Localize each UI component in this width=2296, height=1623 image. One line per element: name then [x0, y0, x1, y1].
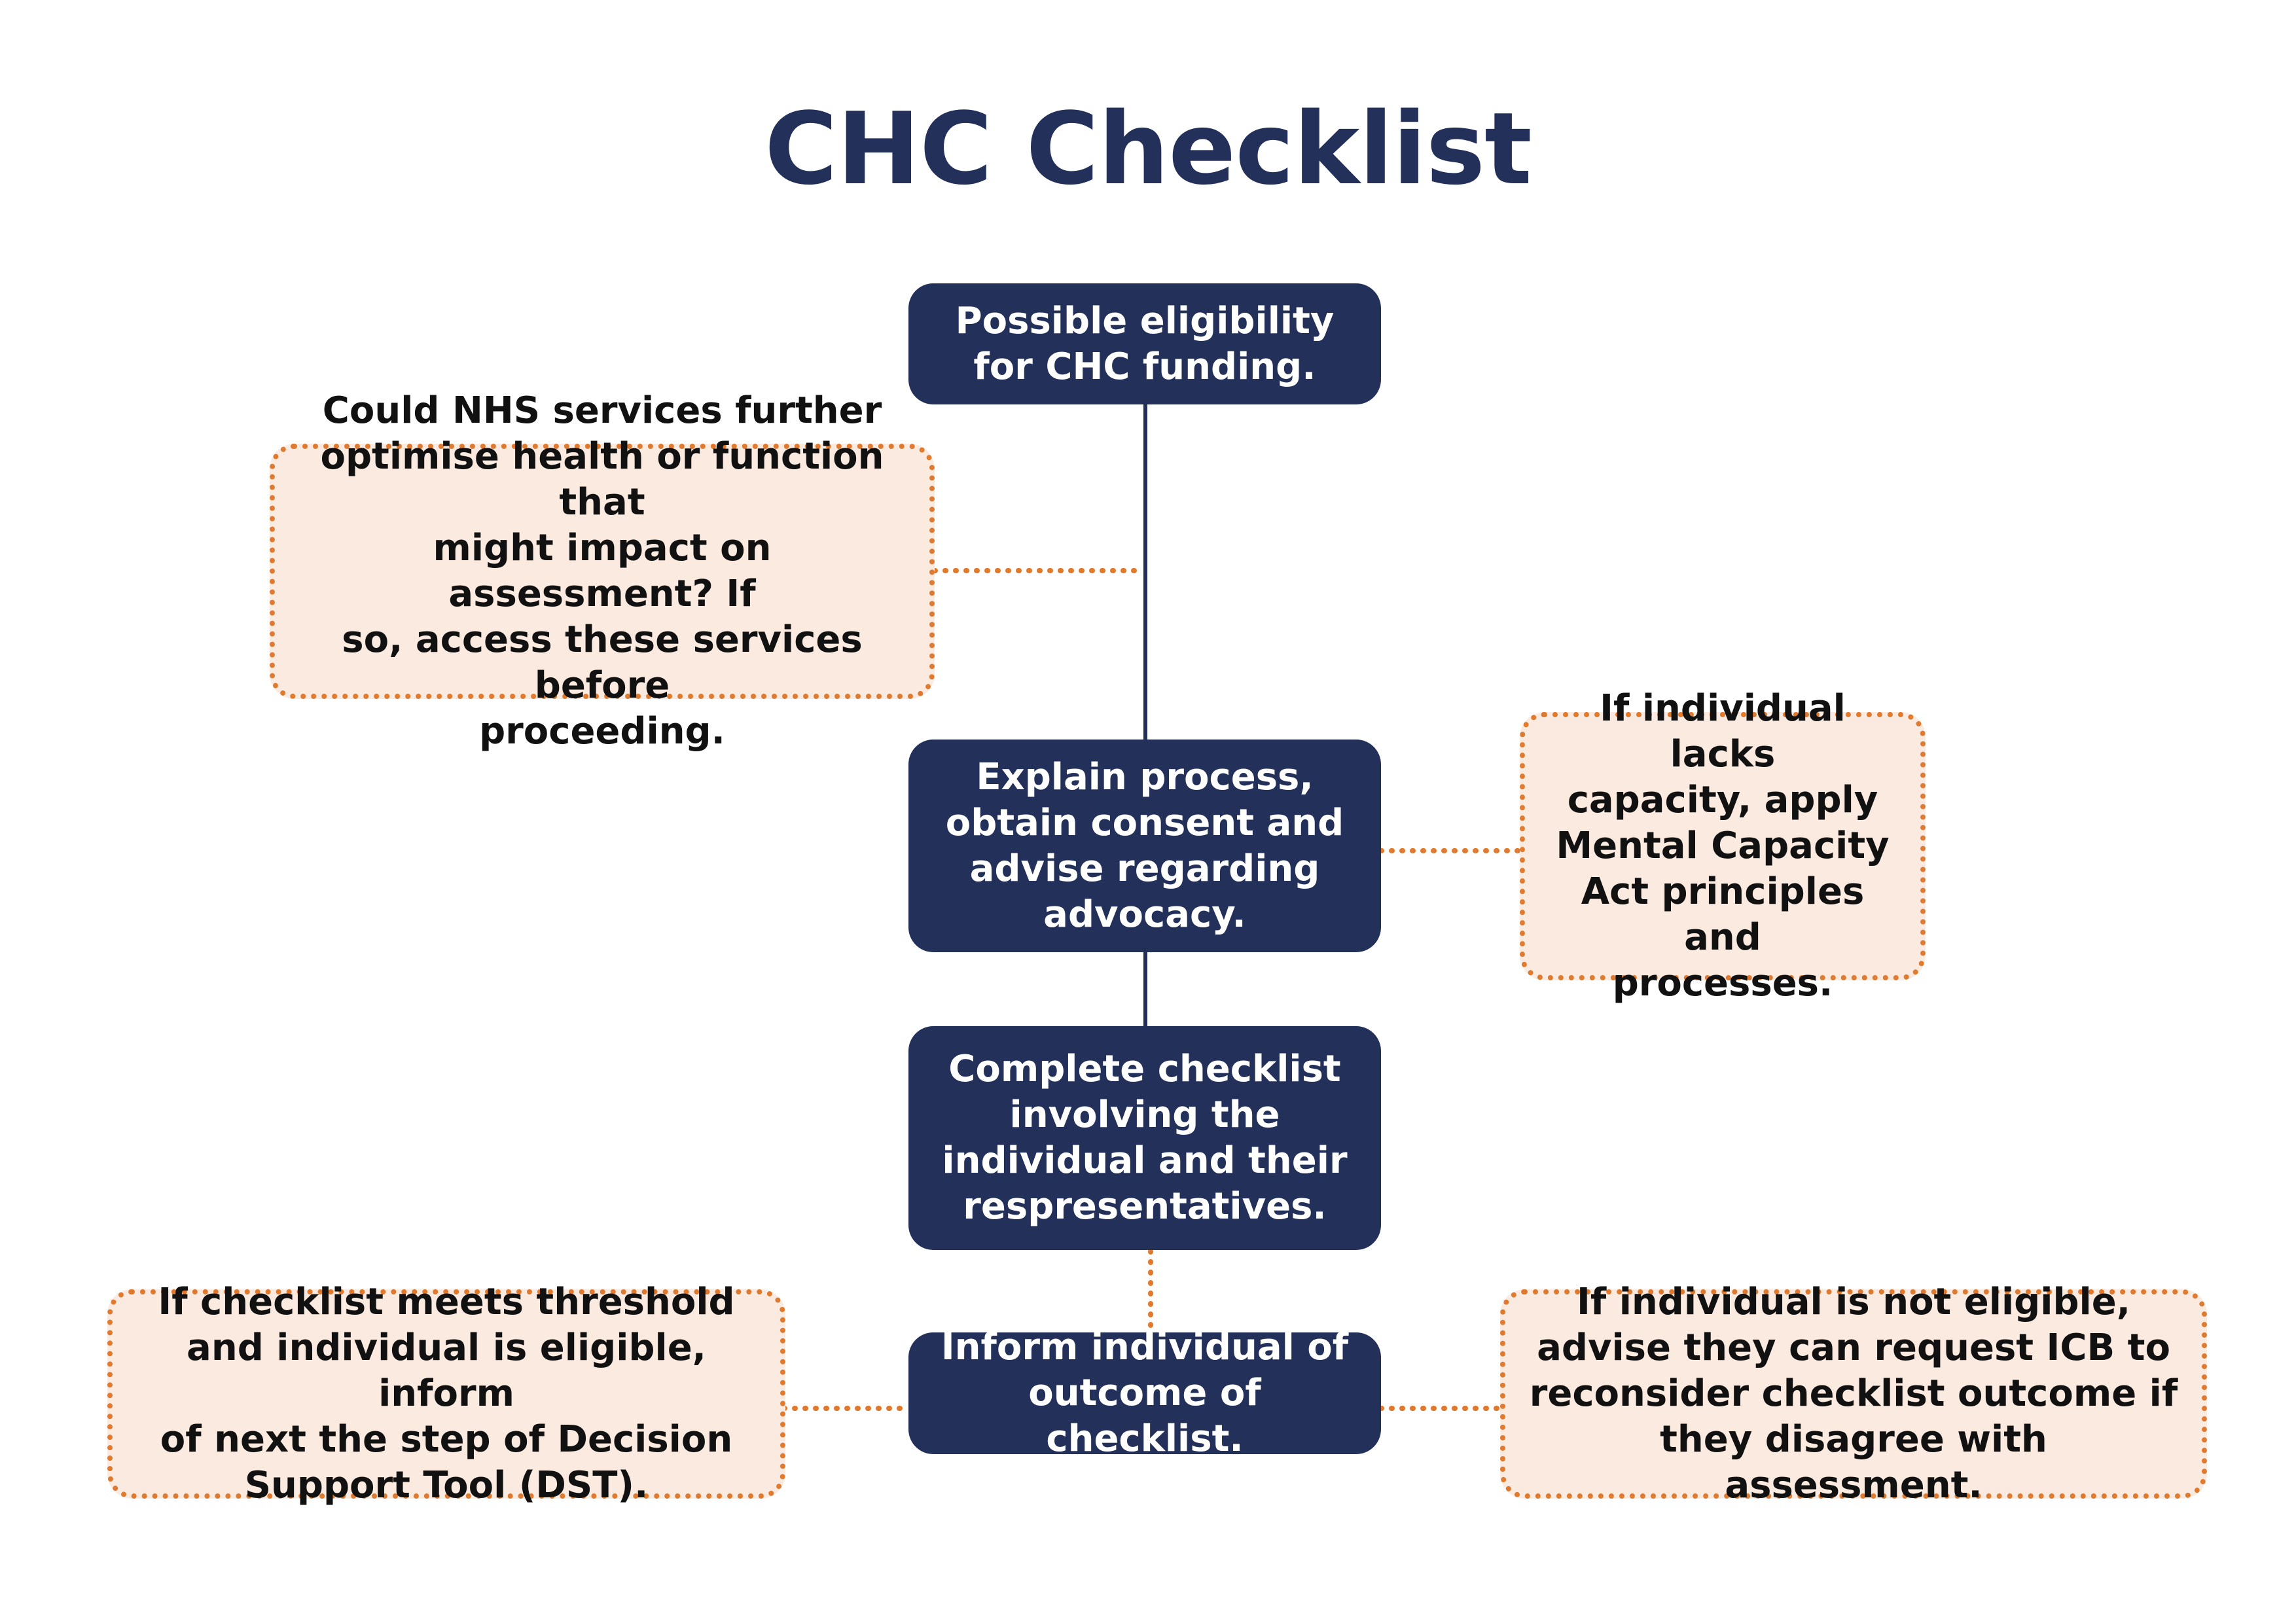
note-eligible-dst-text: If checklist meets threshold and individ… [158, 1281, 735, 1507]
note-nhs-services: Could NHS services further optimise heal… [270, 389, 935, 753]
step-complete-checklist-label: Complete checklist involving the individ… [942, 1048, 1348, 1228]
page-title: CHC Checklist [764, 91, 1532, 207]
step-complete-checklist: Complete checklist involving the individ… [908, 1026, 1381, 1250]
step-explain-process: Explain process, obtain consent and advi… [908, 740, 1381, 952]
note-mental-capacity: If individual lacks capacity, apply Ment… [1520, 687, 1926, 1005]
note-mental-capacity-text: If individual lacks capacity, apply Ment… [1556, 687, 1890, 1005]
note-eligible-dst: If checklist meets threshold and individ… [107, 1281, 785, 1507]
step-inform-outcome-label: Inform individual of outcome of checklis… [941, 1326, 1349, 1460]
step-possible-eligibility: Possible eligibility for CHC funding. [908, 283, 1381, 404]
step-inform-outcome: Inform individual of outcome of checklis… [908, 1326, 1381, 1460]
note-not-eligible-text: If individual is not eligible, advise th… [1529, 1281, 2178, 1507]
note-not-eligible: If individual is not eligible, advise th… [1500, 1281, 2207, 1507]
step-explain-process-label: Explain process, obtain consent and advi… [945, 755, 1344, 936]
step-possible-eligibility-label: Possible eligibility for CHC funding. [955, 299, 1335, 388]
note-nhs-services-text: Could NHS services further optimise heal… [320, 389, 884, 753]
